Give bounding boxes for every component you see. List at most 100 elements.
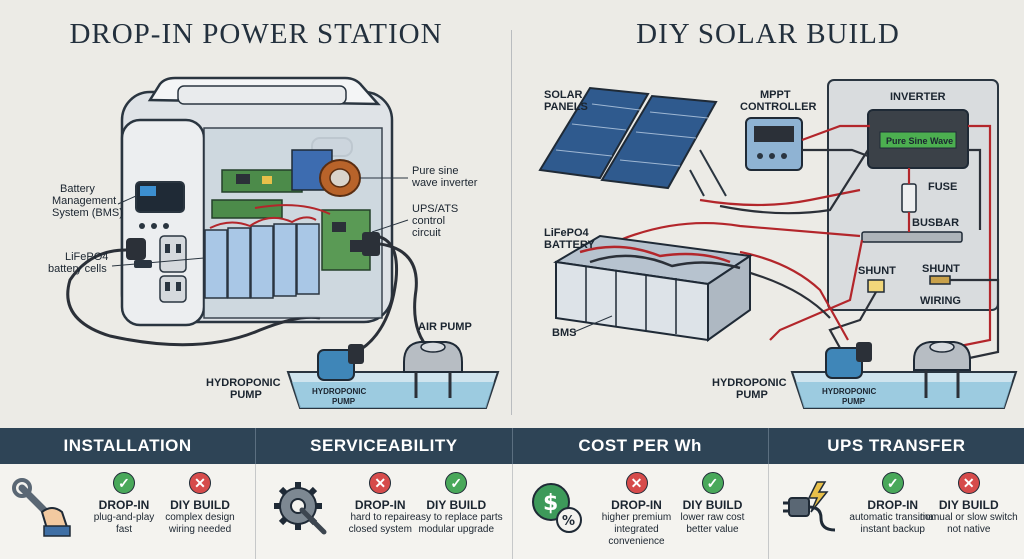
label-shunt-right: SHUNT xyxy=(922,263,960,275)
label-battery-l1: LiFePO4 xyxy=(544,227,590,239)
gear-wrench-icon xyxy=(274,482,327,535)
label-inverter-l2: wave inverter xyxy=(411,177,478,189)
installation-drop-in: ✓ DROP-IN plug-and-play fast xyxy=(74,472,174,536)
tank-label-l2: PUMP xyxy=(332,397,356,406)
label-battery-l2: BATTERY xyxy=(544,239,595,251)
ups-drop-in-line2: instant backup xyxy=(860,524,926,535)
ups-diy: ✕ DIY BUILD manual or slow switch not na… xyxy=(919,472,1019,536)
label-cells-l1: LiFePO4 xyxy=(65,251,108,263)
ups-drop-in-head: DROP-IN xyxy=(867,498,919,512)
center-divider xyxy=(511,30,512,415)
shunt-left xyxy=(867,279,885,293)
battery-cells xyxy=(204,216,320,299)
svg-text:%: % xyxy=(562,514,575,529)
installation-diy: ✕ DIY BUILD complex design wiring needed xyxy=(150,472,250,536)
tank-label-r-l1: HYDROPONIC xyxy=(822,387,876,396)
ups-diy-mark: ✕ xyxy=(957,472,980,494)
inverter-screen-text: Pure Sine Wave xyxy=(886,136,953,146)
ups-drop-in-mark: ✓ xyxy=(881,472,904,494)
mppt-controller xyxy=(745,117,803,171)
label-solar-l2: PANELS xyxy=(544,101,588,113)
label-bms-l1: Battery xyxy=(60,183,95,195)
serviceability-diy: ✓ DIY BUILD easy to replace parts modula… xyxy=(406,472,506,536)
diagram-canvas: Battery Management System (BMS) LiFePO4 … xyxy=(48,76,1018,409)
ups-drop-in-line1: automatic transition xyxy=(849,512,937,523)
label-bms-l2: Management xyxy=(52,195,116,207)
label-hydro-pump-r-l2: PUMP xyxy=(736,389,768,401)
right-title: DIY SOLAR BUILD xyxy=(636,18,900,50)
busbar xyxy=(861,231,963,243)
label-air-pump: AIR PUMP xyxy=(418,321,472,333)
left-water-tank xyxy=(286,341,500,409)
category-installation: INSTALLATION xyxy=(0,428,257,464)
installation-drop-in-line1: plug-and-play xyxy=(93,512,155,523)
card-cost: $ % ✕ DROP-IN higher premium integrated … xyxy=(513,464,769,559)
installation-diy-line1: complex design xyxy=(165,512,235,523)
cost-diy: ✓ DIY BUILD lower raw cost better value xyxy=(663,472,763,536)
label-hydro-pump-l1: HYDROPONIC xyxy=(206,377,281,389)
plug-bolt-icon xyxy=(782,481,835,532)
category-serviceability: SERVICEABILITY xyxy=(256,428,513,464)
svg-text:$: $ xyxy=(543,491,558,516)
installation-drop-in-head: DROP-IN xyxy=(98,498,150,512)
diy-wiring xyxy=(619,124,1000,362)
battery-bank xyxy=(553,234,753,342)
card-installation: ✓ DROP-IN plug-and-play fast ✕ DIY BUILD… xyxy=(0,464,257,559)
installation-drop-in-mark: ✓ xyxy=(113,472,135,494)
cost-drop-in-line2: integrated convenience xyxy=(608,524,665,547)
installation-diy-head: DIY BUILD xyxy=(170,498,230,512)
serviceability-diy-head: DIY BUILD xyxy=(426,498,487,512)
ups-diy-head: DIY BUILD xyxy=(938,498,999,512)
fuse xyxy=(901,183,917,213)
label-shunt-left: SHUNT xyxy=(858,265,896,277)
serviceability-drop-in: ✕ DROP-IN hard to repair closed system xyxy=(330,472,430,536)
serviceability-drop-in-head: DROP-IN xyxy=(354,498,406,512)
label-bms: BMS xyxy=(552,327,576,339)
solar-panels xyxy=(538,86,727,197)
ups-diy-line1: manual or slow switch xyxy=(919,512,1018,523)
installation-diy-line2: wiring needed xyxy=(168,524,232,535)
label-wiring: WIRING xyxy=(920,295,961,307)
card-ups: ✓ DROP-IN automatic transition instant b… xyxy=(769,464,1024,559)
label-hydro-pump-r-l1: HYDROPONIC xyxy=(712,377,787,389)
left-title: DROP-IN POWER STATION xyxy=(69,18,443,50)
cost-diy-head: DIY BUILD xyxy=(682,498,743,512)
serviceability-diy-mark: ✓ xyxy=(445,472,468,494)
cost-drop-in-mark: ✕ xyxy=(625,472,648,494)
serviceability-drop-in-line1: hard to repair xyxy=(350,512,410,523)
serviceability-diy-line2: modular upgrade xyxy=(418,524,495,535)
serviceability-drop-in-mark: ✕ xyxy=(369,472,392,494)
cost-drop-in-head: DROP-IN xyxy=(611,498,662,512)
installation-diy-mark: ✕ xyxy=(189,472,211,494)
cost-diy-line1: lower raw cost xyxy=(680,512,745,523)
shunt-right xyxy=(929,275,951,285)
wrench-hand-icon xyxy=(12,478,71,537)
cost-drop-in-line1: higher premium xyxy=(601,512,672,523)
label-solar-l1: SOLAR xyxy=(544,89,583,101)
label-mppt-l1: MPPT xyxy=(760,89,791,101)
category-ups: UPS TRANSFER xyxy=(827,436,966,455)
label-inverter: INVERTER xyxy=(890,91,946,103)
cost-diy-mark: ✓ xyxy=(701,472,724,494)
power-station xyxy=(66,76,432,352)
dollar-percent-icon: $ % xyxy=(531,483,582,533)
serviceability-drop-in-line2: closed system xyxy=(348,524,412,535)
right-water-tank xyxy=(790,341,1018,409)
category-bar: INSTALLATION SERVICEABILITY COST PER Wh … xyxy=(0,428,1024,464)
label-cells-l2: battery cells xyxy=(48,263,107,275)
label-fuse: FUSE xyxy=(928,181,957,193)
label-ups-l2: control xyxy=(412,215,445,227)
label-ups-l3: circuit xyxy=(412,227,441,239)
label-mppt-l2: CONTROLLER xyxy=(740,101,816,113)
label-bms-l3: System (BMS) xyxy=(52,207,123,219)
category-cost: COST PER Wh xyxy=(513,428,769,464)
label-busbar: BUSBAR xyxy=(912,217,959,229)
tank-label-l1: HYDROPONIC xyxy=(312,387,366,396)
label-ups-l1: UPS/ATS xyxy=(412,203,458,215)
ups-drop-in: ✓ DROP-IN automatic transition instant b… xyxy=(843,472,943,536)
cost-diy-line2: better value xyxy=(686,524,739,535)
inverter-unit: Pure Sine Wave xyxy=(867,109,969,169)
cost-drop-in: ✕ DROP-IN higher premium integrated conv… xyxy=(587,472,687,548)
card-serviceability: ✕ DROP-IN hard to repair closed system ✓… xyxy=(256,464,513,559)
comparison-cards: ✓ DROP-IN plug-and-play fast ✕ DIY BUILD… xyxy=(0,464,1024,559)
